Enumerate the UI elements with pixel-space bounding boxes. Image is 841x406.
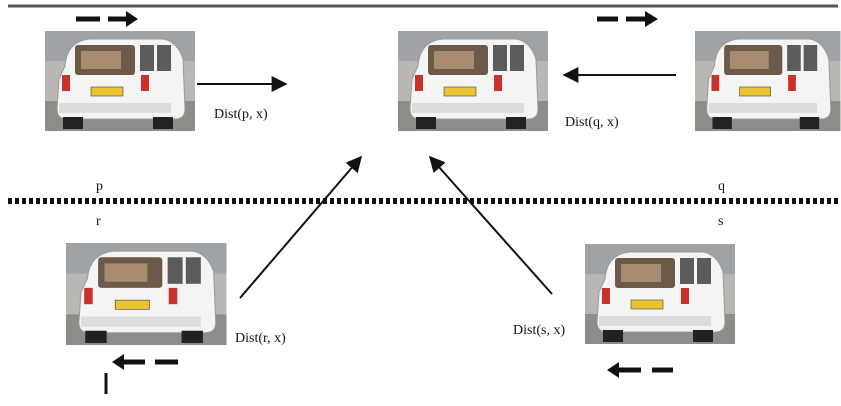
label-s: s [718, 214, 723, 229]
label-p: p [96, 179, 103, 194]
direction-right-icon-left [76, 11, 138, 27]
direction-left-icon-left [112, 354, 178, 370]
label-dist-p: Dist(p, x) [214, 107, 268, 122]
label-r: r [96, 214, 101, 229]
vehicle-r-photo [65, 242, 228, 346]
label-dist-s: Dist(s, x) [513, 323, 565, 338]
vehicle-p-photo [44, 30, 196, 132]
vehicle-x-photo [397, 30, 549, 132]
vehicle-q-photo [694, 30, 841, 132]
label-dist-r: Dist(r, x) [235, 331, 286, 346]
label-dist-q: Dist(q, x) [565, 115, 619, 130]
vehicle-s-photo [584, 243, 736, 345]
arrow-r-to-x [239, 155, 363, 299]
arrow-s-to-x [428, 155, 553, 295]
label-q: q [718, 179, 725, 194]
direction-right-icon-right [597, 11, 658, 27]
direction-left-icon-right [607, 362, 673, 378]
